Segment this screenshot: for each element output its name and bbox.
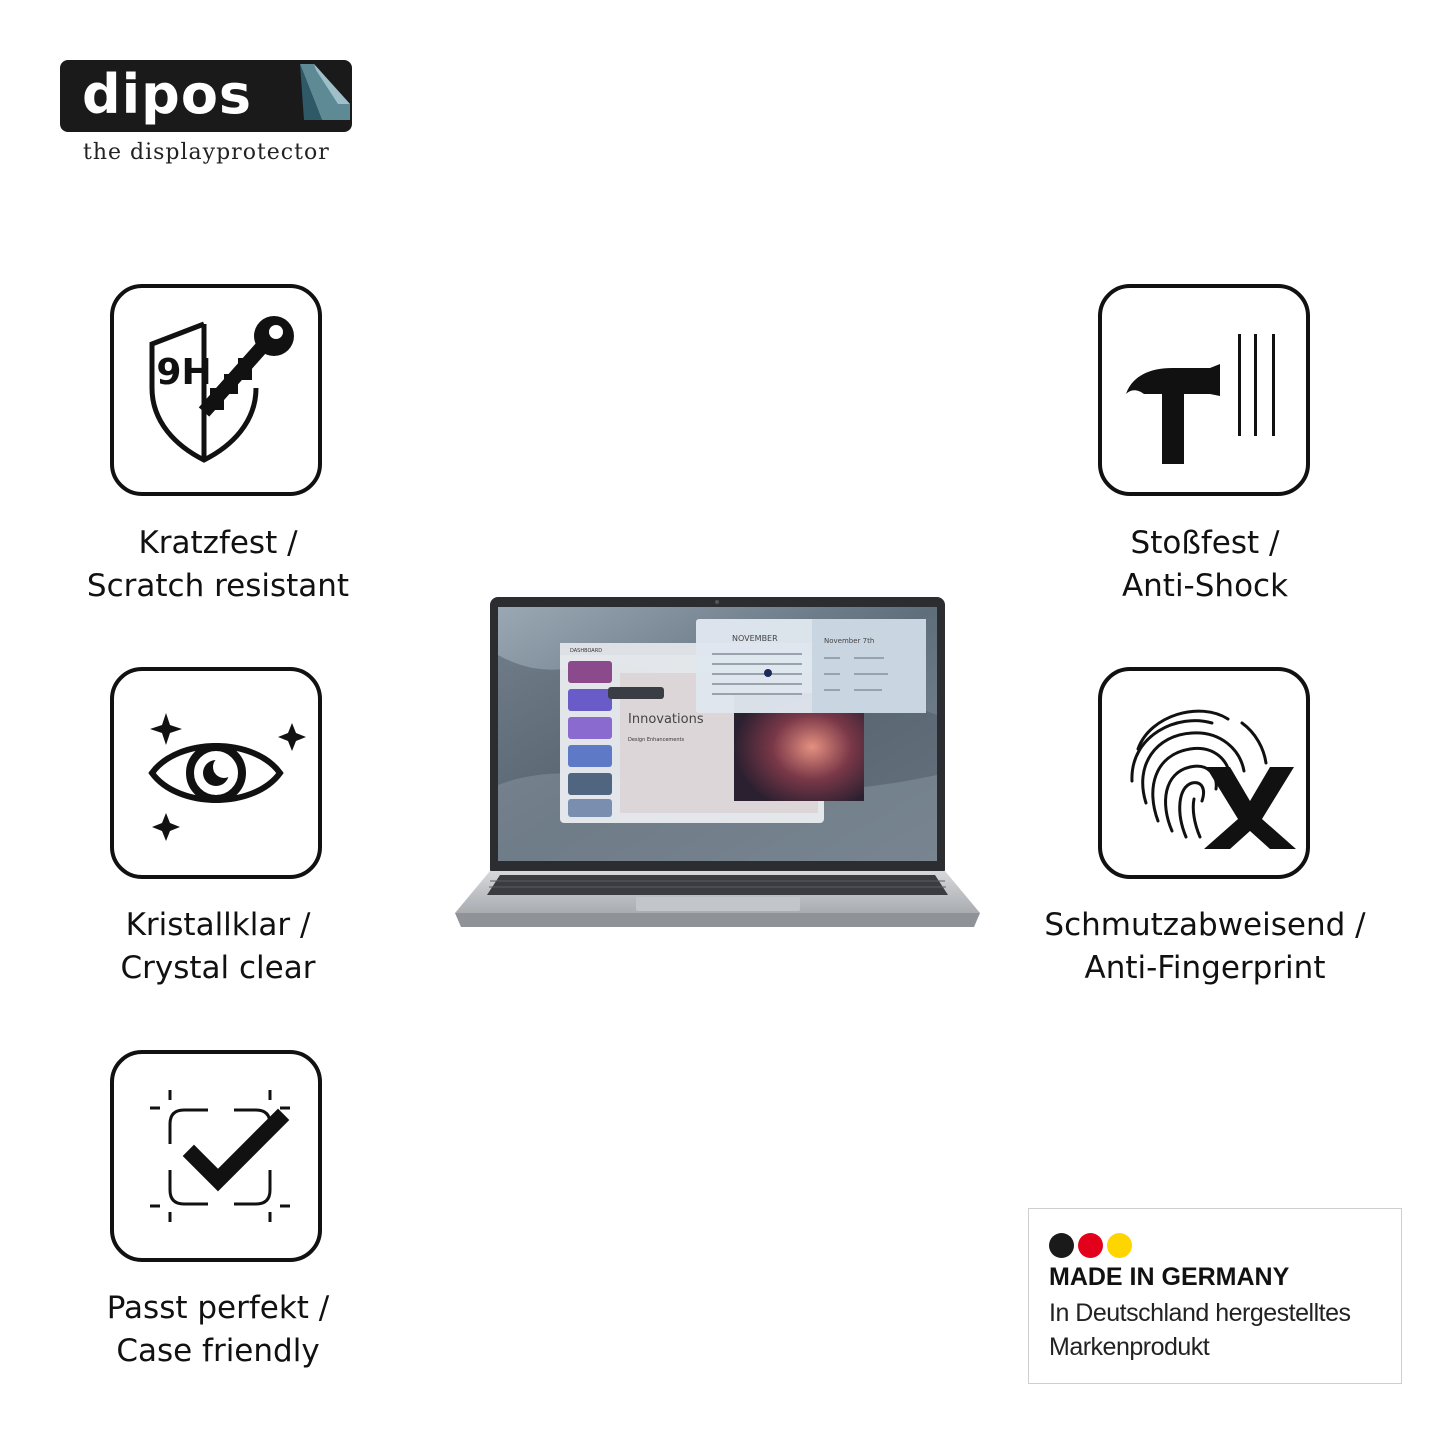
logo-box: dipos (60, 60, 352, 132)
screen-calendar-date: November 7th (824, 637, 874, 645)
feature-caption-line: Crystal clear (120, 950, 316, 986)
brand-logo: dipos the displayprotector (60, 60, 360, 180)
feature-caption-line: Anti-Fingerprint (1084, 950, 1326, 986)
hammer-icon (1126, 334, 1275, 464)
logo-tagline: the displayprotector (83, 140, 330, 165)
screen-calendar-month: NOVEMBER (732, 634, 778, 643)
laptop-product-image: DASHBOARD Innovations Design Enhancement… (455, 597, 980, 927)
feature-caption-line: Scratch resistant (86, 568, 350, 604)
feature-caption-fit: Passt perfekt / Case friendly (8, 1287, 428, 1373)
logo-wordmark: dipos (82, 63, 253, 126)
shield-9h-text: 9H (156, 352, 211, 393)
frame-check-icon (150, 1090, 290, 1222)
eye-sparkle-icon (148, 713, 306, 841)
feature-tile-fingerprint (1098, 667, 1310, 879)
page-corner-icon (300, 64, 350, 120)
badge-line-2: Markenprodukt (1049, 1333, 1210, 1361)
screen-subheading: Design Enhancements (628, 737, 684, 743)
badge-title: MADE IN GERMANY (1049, 1263, 1290, 1291)
feature-caption-line: Passt perfekt / (106, 1290, 330, 1326)
feature-caption-line: Anti-Shock (1121, 568, 1289, 604)
made-in-germany-badge: MADE IN GERMANY In Deutschland hergestel… (1028, 1208, 1402, 1384)
flag-dot-black (1049, 1233, 1074, 1258)
feature-tile-fit (110, 1050, 322, 1262)
fingerprint-x-icon (1130, 709, 1296, 849)
badge-line-1: In Deutschland hergestelltes (1049, 1299, 1351, 1327)
feature-caption-scratch: Kratzfest / Scratch resistant (8, 522, 428, 608)
feature-caption-line: Stoßfest / (1130, 525, 1280, 561)
feature-caption-line: Kratzfest / (138, 525, 298, 561)
feature-tile-shock (1098, 284, 1310, 496)
feature-caption-clear: Kristallklar / Crystal clear (8, 904, 428, 990)
feature-caption-shock: Stoßfest / Anti-Shock (995, 522, 1415, 608)
flag-dot-gold (1107, 1233, 1132, 1258)
screen-window-label: DASHBOARD (570, 648, 602, 654)
feature-caption-fingerprint: Schmutzabweisend / Anti-Fingerprint (995, 904, 1415, 990)
feature-caption-line: Kristallklar / (125, 907, 311, 943)
feature-tile-clear (110, 667, 322, 879)
feature-caption-line: Case friendly (116, 1333, 320, 1369)
feature-tile-scratch: 9H (110, 284, 322, 496)
screen-heading: Innovations (628, 712, 704, 727)
feature-caption-line: Schmutzabweisend / (1044, 907, 1366, 943)
shield-key-9h-icon: 9H (149, 316, 294, 463)
flag-dot-red (1078, 1233, 1103, 1258)
